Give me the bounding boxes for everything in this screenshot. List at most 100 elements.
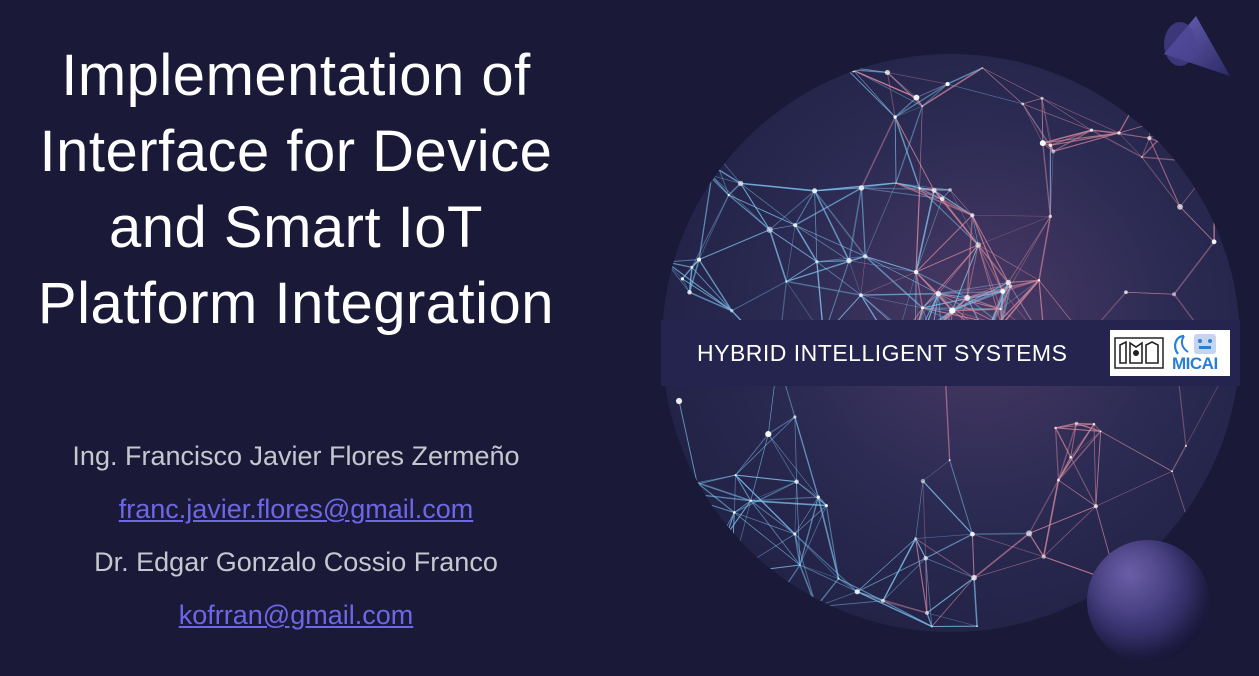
network-node: [1211, 160, 1218, 167]
network-edge: [882, 538, 917, 602]
network-edge: [972, 533, 1044, 558]
network-edge: [756, 54, 761, 76]
network-edge: [977, 244, 1004, 292]
network-node: [913, 269, 919, 275]
network-edge: [799, 564, 817, 608]
network-node: [727, 193, 730, 197]
network-edge: [922, 244, 979, 309]
network-edge: [982, 67, 1023, 105]
network-edge: [698, 229, 770, 261]
network-node: [1054, 426, 1057, 430]
network-node: [733, 511, 736, 514]
network-edge: [915, 271, 953, 312]
network-edge: [1054, 427, 1060, 481]
network-edge: [916, 67, 983, 99]
network-node: [964, 294, 971, 301]
network-edge: [709, 54, 758, 94]
network-edge: [921, 83, 948, 107]
network-edge: [696, 474, 736, 483]
network-edge: [735, 474, 752, 501]
network-edge: [769, 229, 818, 263]
network-edge: [1041, 97, 1120, 134]
network-edge: [982, 67, 1043, 99]
network-node: [712, 625, 715, 628]
network-edge: [977, 244, 1009, 284]
network-edge: [838, 578, 884, 602]
network-node: [766, 226, 773, 233]
network-edge: [794, 224, 818, 263]
network-edge: [786, 261, 818, 282]
network-edge: [1042, 479, 1060, 557]
network-edge: [860, 294, 923, 309]
network-edge: [816, 600, 884, 608]
network-edge: [915, 533, 973, 539]
network-edge: [895, 182, 935, 191]
network-edge: [925, 557, 975, 579]
network-node: [921, 306, 925, 310]
network-edge: [711, 175, 730, 196]
network-edge: [843, 65, 917, 99]
network-node: [664, 259, 669, 264]
network-node: [675, 397, 683, 405]
network-edge: [794, 224, 866, 257]
network-edge: [938, 244, 979, 294]
network-edge: [895, 182, 951, 191]
authors-block: Ing. Francisco Javier Flores Zermeño fra…: [0, 430, 592, 642]
network-node: [939, 196, 945, 202]
network-edge: [814, 190, 866, 257]
network-edge: [786, 280, 862, 296]
network-edge: [921, 67, 983, 107]
network-edge: [675, 142, 713, 177]
network-edge: [925, 558, 933, 627]
network-node: [1089, 128, 1094, 132]
network-edge: [853, 69, 888, 74]
network-node: [1177, 203, 1183, 210]
network-edge: [966, 215, 973, 298]
network-edge: [794, 416, 797, 482]
network-edge: [1022, 97, 1043, 105]
network-edge: [860, 271, 917, 296]
network-edge: [864, 182, 897, 257]
network-edge: [769, 190, 815, 231]
network-edge: [915, 538, 975, 579]
network-edge: [711, 175, 741, 184]
network-node: [765, 430, 772, 438]
network-edge: [706, 562, 761, 625]
network-node: [1000, 289, 1006, 294]
network-edge: [768, 229, 788, 282]
network-edge: [734, 500, 752, 513]
network-edge: [849, 260, 917, 273]
network-edge: [706, 512, 735, 564]
author-name: Dr. Edgar Gonzalo Cossio Franco: [94, 547, 498, 577]
network-edge: [952, 297, 968, 311]
network-edge: [938, 282, 1009, 295]
network-edge: [925, 558, 928, 613]
author-email-link[interactable]: kofrran@gmail.com: [178, 600, 414, 630]
network-edge: [666, 490, 708, 564]
network-node: [881, 598, 885, 603]
network-edge: [734, 512, 795, 535]
network-edge: [938, 293, 1001, 310]
network-edge: [710, 148, 713, 176]
network-edge: [1000, 282, 1009, 310]
network-edge: [1057, 456, 1072, 481]
network-node: [1021, 102, 1025, 106]
network-edge: [944, 378, 951, 461]
network-edge: [1052, 129, 1092, 153]
network-edge: [865, 255, 917, 273]
network-edge: [1118, 114, 1183, 134]
network-edge: [915, 190, 935, 273]
author-email-link[interactable]: franc.javier.flores@gmail.com: [118, 494, 474, 524]
network-node: [935, 290, 942, 297]
network-edge: [1001, 282, 1009, 326]
network-edge: [760, 606, 817, 625]
network-edge: [799, 505, 827, 566]
network-edge: [1055, 427, 1072, 458]
network-node: [737, 180, 744, 187]
network-node: [1051, 149, 1056, 154]
network-node: [749, 499, 753, 502]
network-edge: [860, 256, 866, 296]
network-edge: [731, 564, 800, 575]
network-edge: [1050, 129, 1092, 147]
